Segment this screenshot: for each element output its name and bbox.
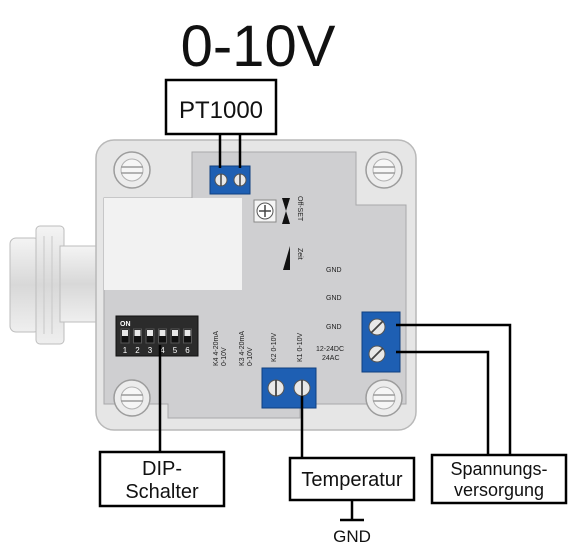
temperatur-label: Temperatur <box>301 469 402 491</box>
gnd-bottom-label: GND <box>333 527 371 546</box>
dip-number-5: 5 <box>173 346 178 355</box>
dip-lever-1 <box>122 330 128 336</box>
k1-label: K1 0-10V <box>297 332 304 362</box>
dip-number-2: 2 <box>135 346 140 355</box>
temperatur-label-box: Temperatur <box>288 456 416 502</box>
dip-lever-4 <box>159 330 166 336</box>
supply-label-2: 24AC <box>322 355 340 362</box>
dip-lever-6 <box>184 330 191 336</box>
dip-on-label: ON <box>120 321 131 328</box>
zeit-arrow-icon <box>283 246 290 270</box>
dip-label-line2: Schalter <box>125 481 199 503</box>
screw-bottom-left-icon <box>113 379 151 417</box>
gnd-label-1: GND <box>326 267 342 274</box>
offset-label: Off-SET <box>296 196 303 222</box>
dip-lever-5 <box>172 330 178 336</box>
dip-lever-3 <box>147 330 153 336</box>
screw-top-left-icon <box>113 151 151 189</box>
pt1000-label: PT1000 <box>179 97 263 124</box>
dip-label-line1: DIP- <box>142 458 182 480</box>
offset-arrow-icon <box>282 198 290 224</box>
dip-number-3: 3 <box>148 346 153 355</box>
pt1000-label-box: PT1000 <box>164 78 278 136</box>
k4-label-line1: K4 4-20mA <box>213 331 220 366</box>
cable-gland <box>9 225 101 345</box>
dip-number-1: 1 <box>123 346 128 355</box>
wire-supply-outer <box>396 323 512 455</box>
output-terminal <box>261 367 317 409</box>
supply-terminal <box>361 311 401 373</box>
wire-supply-inner <box>396 350 490 455</box>
k3-label-line1: K3 4-20mA <box>239 331 246 366</box>
board-white-area <box>104 198 242 290</box>
dip-switch-label-box: DIP- Schalter <box>98 450 226 508</box>
dip-number-6: 6 <box>185 346 190 355</box>
spannung-label-line2: versorgung <box>454 480 544 500</box>
k4-label-line2: 0-10V <box>221 347 228 366</box>
k3-label-line2: 0-10V <box>247 347 254 366</box>
diagram-title: 0-10V <box>181 14 336 79</box>
screw-bottom-right-icon <box>365 379 403 417</box>
pt1000-terminal <box>209 165 251 195</box>
gnd-label-2: GND <box>326 295 342 302</box>
k2-label: K2 0-10V <box>271 332 278 362</box>
dip-lever-2 <box>134 330 141 336</box>
wires <box>158 134 512 522</box>
spannung-label-line1: Spannungs- <box>450 459 547 479</box>
dip-number-4: 4 <box>160 346 165 355</box>
gnd-label-3: GND <box>326 324 342 331</box>
spannungsversorgung-label-box: Spannungs- versorgung <box>430 453 568 505</box>
screw-top-right-icon <box>365 151 403 189</box>
zeit-label: Zeit <box>296 248 303 260</box>
supply-label-1: 12-24DC <box>316 346 344 353</box>
offset-potentiometer <box>253 199 277 223</box>
